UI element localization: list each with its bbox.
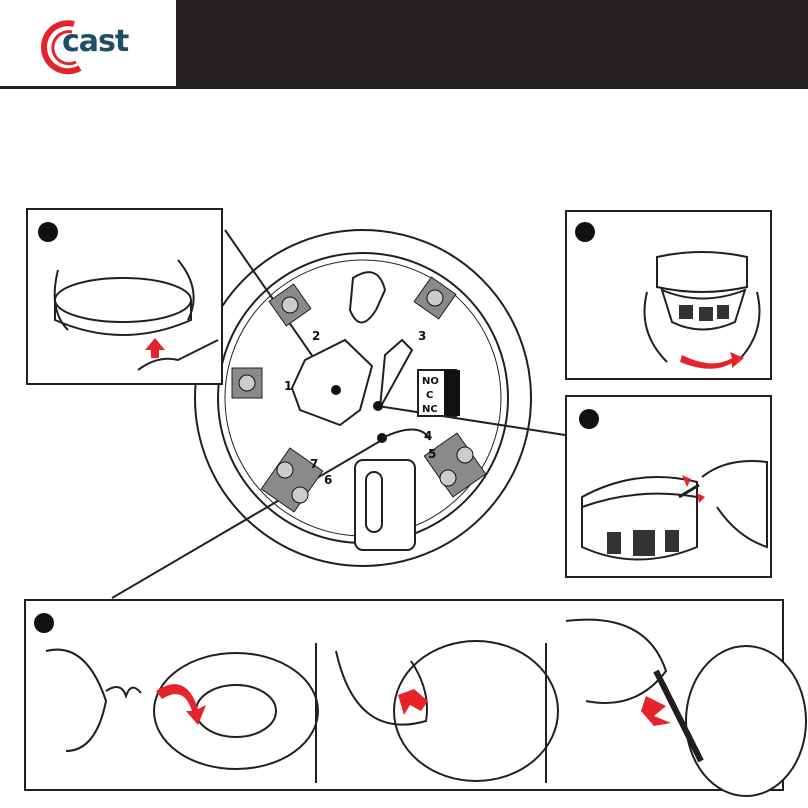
terminal-block-1: 1 — [231, 367, 292, 399]
link-wire-steps-illustration — [45, 618, 807, 797]
svg-text:6: 6 — [324, 473, 332, 487]
terminal-block-6-7: 7 6 — [260, 447, 332, 513]
header-bar — [176, 0, 808, 86]
svg-text:7: 7 — [310, 457, 318, 471]
terminal-block-2: 2 — [268, 283, 320, 343]
step-marker — [38, 222, 58, 242]
brand-name: cast — [62, 24, 129, 59]
svg-text:NC: NC — [422, 404, 438, 415]
svg-text:1: 1 — [284, 379, 292, 393]
substep-2 — [335, 640, 559, 782]
locking-pin-illustration — [581, 460, 768, 561]
terminal-block-3: 3 — [413, 276, 457, 343]
svg-text:2: 2 — [312, 329, 320, 343]
step-marker — [575, 222, 595, 242]
substep-1 — [45, 648, 319, 770]
step-panel-b — [565, 210, 772, 380]
substep-3 — [565, 618, 807, 797]
step-panel-d — [24, 599, 807, 797]
svg-text:3: 3 — [418, 329, 426, 343]
relay-terminal: NO C NC — [417, 369, 460, 417]
cast-logo-swoosh-icon — [40, 20, 82, 75]
step-panel-c — [565, 395, 772, 578]
base-plug-illustration — [53, 259, 219, 371]
svg-text:NO: NO — [422, 376, 439, 387]
header-rule — [0, 86, 808, 89]
svg-text:4: 4 — [424, 429, 432, 443]
step-marker — [579, 409, 599, 429]
svg-text:C: C — [426, 390, 433, 401]
step-panel-a — [26, 208, 223, 385]
terminal-block-4-5: 4 5 — [423, 429, 487, 498]
svg-text:5: 5 — [428, 447, 436, 461]
step-marker — [34, 613, 54, 633]
twist-detector-illustration — [643, 251, 761, 369]
